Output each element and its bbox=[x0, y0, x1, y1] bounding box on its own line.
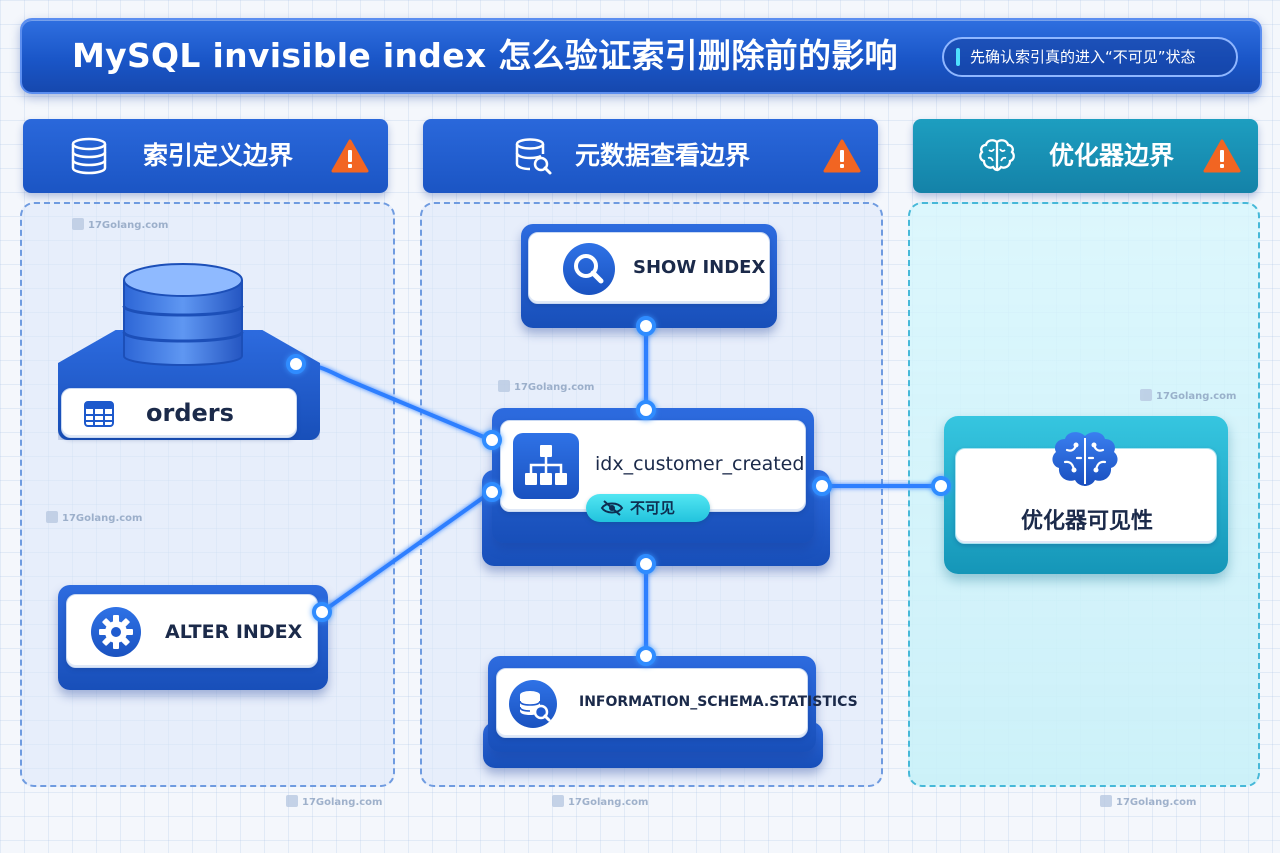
orders-table-card[interactable]: orders bbox=[61, 388, 297, 438]
connector-dot bbox=[636, 554, 656, 574]
invisible-status-badge: 不可见 bbox=[586, 494, 710, 522]
alter-index-card[interactable]: ALTER INDEX bbox=[66, 594, 318, 668]
info-schema-label: INFORMATION_SCHEMA.STATISTICS bbox=[579, 694, 858, 710]
connector-dot bbox=[636, 646, 656, 666]
info-schema-card[interactable]: INFORMATION_SCHEMA.STATISTICS bbox=[496, 668, 858, 738]
warning-icon bbox=[823, 139, 861, 173]
database-icon bbox=[71, 137, 107, 175]
column-header-label: 元数据查看边界 bbox=[575, 141, 751, 170]
search-icon bbox=[563, 243, 615, 295]
invisible-badge-label: 不可见 bbox=[630, 499, 676, 517]
table-icon bbox=[84, 401, 114, 427]
column-header-index-definition: 索引定义边界 bbox=[23, 119, 388, 193]
show-index-label: SHOW INDEX bbox=[633, 257, 766, 278]
column-header-metadata: 元数据查看边界 bbox=[423, 119, 878, 193]
brain-icon bbox=[1052, 432, 1118, 486]
database-search-icon bbox=[515, 138, 552, 175]
wire-alter-to-index bbox=[320, 490, 493, 614]
hierarchy-icon bbox=[513, 433, 579, 499]
connector-dot bbox=[812, 476, 832, 496]
watermark: 17Golang.com bbox=[72, 218, 168, 231]
database-cylinder-icon bbox=[122, 263, 244, 366]
column-header-label: 索引定义边界 bbox=[143, 141, 294, 170]
watermark: 17Golang.com bbox=[552, 795, 648, 808]
column-header-label: 优化器边界 bbox=[1049, 141, 1175, 170]
index-node-card[interactable]: idx_customer_created bbox=[500, 420, 806, 512]
page-title: MySQL invisible index 怎么验证索引删除前的影响 bbox=[72, 36, 898, 75]
eye-slash-icon bbox=[600, 500, 624, 516]
optimizer-visibility-label: 优化器可见性 bbox=[1020, 509, 1153, 534]
connector-dot bbox=[636, 400, 656, 420]
connector-dot bbox=[482, 430, 502, 450]
index-name-label: idx_customer_created bbox=[595, 453, 805, 475]
title-banner: MySQL invisible index 怎么验证索引删除前的影响 先确认索引… bbox=[20, 18, 1262, 94]
connector-dot bbox=[286, 354, 306, 374]
show-index-card[interactable]: SHOW INDEX bbox=[528, 232, 770, 304]
connector-dot bbox=[482, 482, 502, 502]
alter-index-label: ALTER INDEX bbox=[165, 621, 303, 643]
warning-icon bbox=[331, 139, 369, 173]
watermark: 17Golang.com bbox=[1100, 795, 1196, 808]
warning-icon bbox=[1203, 139, 1241, 173]
watermark: 17Golang.com bbox=[286, 795, 382, 808]
column-header-optimizer: 优化器边界 bbox=[913, 119, 1258, 193]
brain-icon bbox=[979, 139, 1015, 172]
connector-dot bbox=[931, 476, 951, 496]
watermark: 17Golang.com bbox=[46, 511, 142, 524]
connector-dot bbox=[312, 602, 332, 622]
gear-icon bbox=[91, 607, 141, 657]
watermark: 17Golang.com bbox=[1140, 389, 1236, 402]
connector-dot bbox=[636, 316, 656, 336]
watermark: 17Golang.com bbox=[498, 380, 594, 393]
database-search-icon bbox=[509, 680, 557, 728]
subtitle-pill: 先确认索引真的进入“不可见”状态 bbox=[942, 37, 1238, 77]
orders-label: orders bbox=[146, 399, 234, 427]
wire-orders-to-index bbox=[295, 362, 492, 442]
